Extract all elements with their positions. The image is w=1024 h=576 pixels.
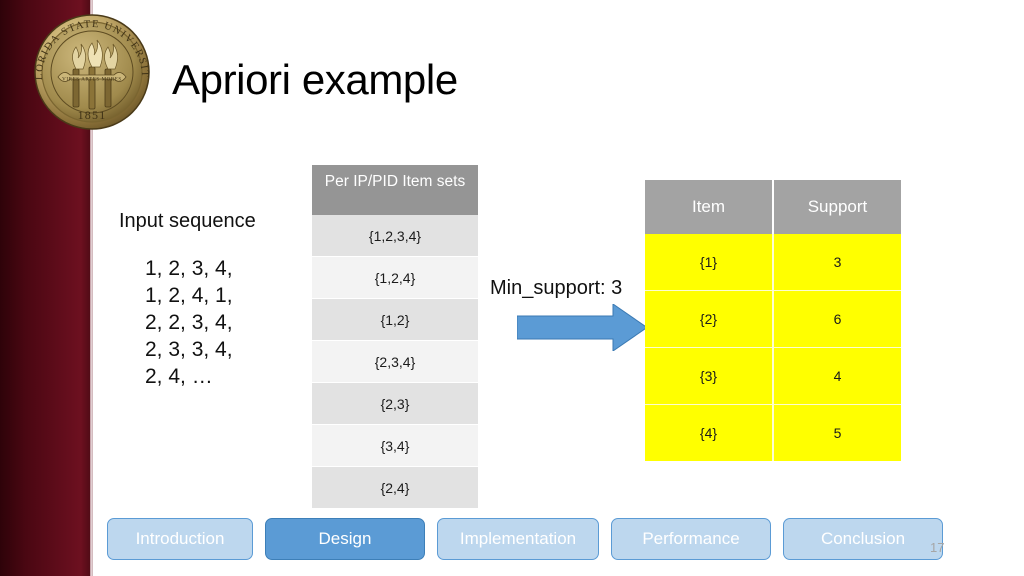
nav-item-conclusion[interactable]: Conclusion — [783, 518, 943, 560]
column-header-support: Support — [772, 180, 901, 234]
table-row: {3,4} — [312, 425, 478, 467]
min-support-label: Min_support: 3 — [490, 277, 623, 299]
table-row: {1} 3 — [645, 234, 901, 291]
input-line: 2, 2, 3, 4, — [145, 311, 233, 334]
column-header-item: Item — [691, 197, 726, 216]
input-sequence-values: 1, 2, 3, 4, 1, 2, 4, 1, 2, 2, 3, 4, 2, 3… — [145, 255, 233, 390]
right-arrow-icon — [516, 303, 648, 352]
sidebar-edge-line — [90, 0, 93, 576]
nav-item-design[interactable]: Design — [265, 518, 425, 560]
cell-support: 5 — [772, 405, 901, 461]
nav-item-performance[interactable]: Performance — [611, 518, 771, 560]
cell-item: {4} — [699, 425, 718, 441]
table-row: {1,2,4} — [312, 257, 478, 299]
section-nav: Introduction Design Implementation Perfo… — [107, 518, 943, 560]
input-line: 1, 2, 4, 1, — [145, 284, 233, 307]
cell-item: {1} — [699, 254, 718, 270]
svg-text:VIRES ARTES MORES: VIRES ARTES MORES — [62, 78, 122, 83]
itemsets-table-header: Per IP/PID Item sets — [312, 165, 478, 215]
nav-item-introduction[interactable]: Introduction — [107, 518, 253, 560]
table-row: {2,4} — [312, 467, 478, 509]
cell-support: 3 — [772, 234, 901, 290]
cell-item: {2} — [699, 311, 718, 327]
page-title: Apriori example — [172, 56, 458, 103]
input-line: 2, 4, … — [145, 365, 213, 388]
fsu-seal-icon: FLORIDA STATE UNIVERSITY VIRES ARTES MOR… — [22, 9, 162, 131]
svg-text:1851: 1851 — [78, 108, 107, 122]
table-row: {1,2,3,4} — [312, 215, 478, 257]
nav-item-implementation[interactable]: Implementation — [437, 518, 599, 560]
input-line: 2, 3, 3, 4, — [145, 338, 233, 361]
support-table-header-row: Item Support — [645, 180, 901, 234]
page-number: 17 — [930, 540, 945, 555]
table-row: {3} 4 — [645, 348, 901, 405]
table-row: {2,3} — [312, 383, 478, 425]
itemsets-table: Per IP/PID Item sets {1,2,3,4} {1,2,4} {… — [312, 165, 478, 509]
cell-support: 4 — [772, 348, 901, 404]
table-row: {2} 6 — [645, 291, 901, 348]
table-row: {4} 5 — [645, 405, 901, 461]
input-sequence-label: Input sequence — [119, 210, 256, 232]
cell-item: {3} — [699, 368, 718, 384]
cell-support: 6 — [772, 291, 901, 347]
support-table: Item Support {1} 3 {2} 6 {3} 4 {4} 5 — [645, 180, 901, 461]
table-row: {1,2} — [312, 299, 478, 341]
input-line: 1, 2, 3, 4, — [145, 257, 233, 280]
table-row: {2,3,4} — [312, 341, 478, 383]
